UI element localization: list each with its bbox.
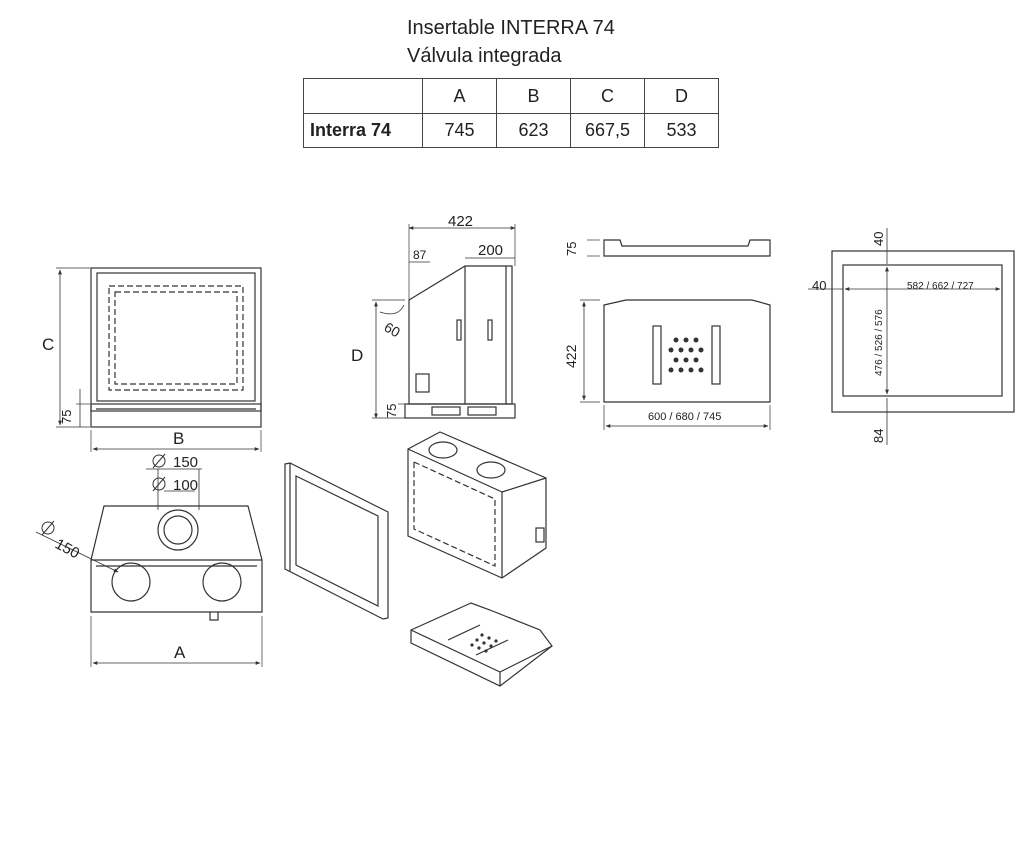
base-top-profile (603, 239, 771, 257)
table-header-row: A B C D (303, 78, 719, 114)
iso-frame-outer (284, 462, 389, 620)
side-hatch (415, 373, 430, 393)
frame-inner (842, 264, 1003, 397)
diam-150-leader (35, 531, 119, 573)
iso-duct (476, 461, 506, 479)
frame-outer (831, 250, 1015, 413)
label-frame-40-top: 40 (871, 232, 886, 246)
label-side-87: 87 (413, 248, 427, 262)
front-inner-frame (96, 272, 256, 402)
iso-flue (428, 441, 458, 459)
base-slot-right (711, 325, 721, 385)
base-front-outline (603, 299, 771, 403)
front-glass-outline (108, 285, 244, 391)
label-side-422: 422 (448, 213, 473, 230)
iso-tray-vents (470, 633, 498, 653)
iso-tray (410, 602, 553, 687)
label-base-422: 422 (563, 344, 579, 368)
label-phi150-side: 150 (52, 536, 82, 563)
base-slot-left (652, 325, 662, 385)
label-side-60: 60 (382, 319, 404, 341)
front-base (90, 403, 262, 428)
table-value-b: 623 (496, 113, 571, 148)
label-frame-84: 84 (871, 429, 886, 443)
title-line-1: Insertable INTERRA 74 (407, 17, 615, 39)
label-base-75: 75 (564, 242, 579, 256)
table-header-c: C (570, 78, 645, 114)
label-side-75: 75 (384, 404, 399, 418)
top-view (35, 453, 263, 667)
label-frame-height: 476 / 526 / 576 (874, 309, 885, 376)
top-tab (209, 612, 219, 621)
dimensions-table: A B C D Interra 74 745 623 667,5 533 (303, 78, 719, 148)
table-header-a: A (422, 78, 497, 114)
table-value-a: 745 (422, 113, 497, 148)
label-d: D (351, 346, 363, 365)
label-a: A (174, 643, 186, 662)
side-view (372, 224, 516, 419)
label-b: B (173, 429, 184, 448)
table-header-d: D (644, 78, 719, 114)
table-row-label: Interra 74 (303, 113, 423, 148)
label-side-200: 200 (478, 242, 503, 259)
iso-tray-outline (410, 602, 553, 687)
iso-frame (284, 462, 389, 620)
base-views (580, 239, 771, 430)
table-value-d: 533 (644, 113, 719, 148)
front-outer-frame (90, 267, 262, 412)
front-glass-inner (114, 291, 238, 385)
side-body-outline (408, 265, 513, 405)
iso-glass (413, 461, 496, 567)
label-phi100: 100 (173, 477, 198, 494)
frame-view (808, 228, 1015, 445)
table-header-b: B (496, 78, 571, 114)
top-flue-outer (157, 509, 199, 551)
top-flue-inner (163, 515, 193, 545)
base-vent-holes (668, 337, 704, 373)
table-value-c: 667,5 (570, 113, 645, 148)
iso-insert (407, 431, 547, 579)
label-frame-40-left: 40 (812, 278, 826, 293)
top-duct-left (111, 562, 151, 602)
front-view (56, 267, 262, 452)
table-row: Interra 74 745 623 667,5 533 (303, 113, 719, 148)
label-c: C (42, 335, 54, 354)
label-front-75: 75 (59, 410, 74, 424)
top-duct-right (202, 562, 242, 602)
label-base-width: 600 / 680 / 745 (648, 411, 721, 423)
iso-frame-inner (295, 475, 379, 607)
title-line-2: Válvula integrada (407, 45, 562, 67)
angle-60-arc (379, 304, 405, 315)
label-frame-width: 582 / 662 / 727 (907, 281, 974, 292)
side-base (404, 403, 516, 419)
label-phi150: 150 (173, 454, 198, 471)
top-body-outline (90, 505, 263, 613)
iso-insert-outline (407, 431, 547, 579)
